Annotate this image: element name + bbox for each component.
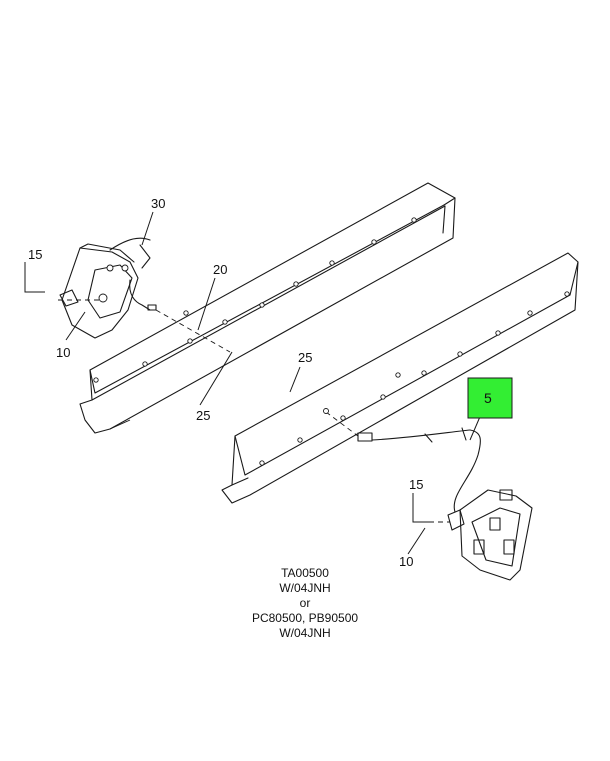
left-module-assembly <box>59 237 157 339</box>
leader-lines <box>24 211 486 555</box>
highlight-box[interactable] <box>467 377 513 419</box>
callout-10-left: 10 <box>56 345 70 360</box>
callout-30: 30 <box>151 196 165 211</box>
right-dash-line <box>325 411 359 437</box>
caption-line-1: TA00500 <box>281 566 329 580</box>
upper-frame-rail <box>79 182 456 434</box>
caption-line-5: W/04JNH <box>279 626 331 640</box>
right-module-assembly <box>357 427 533 581</box>
callout-20: 20 <box>213 262 227 277</box>
callout-5[interactable]: 5 <box>484 390 492 406</box>
callout-25-upper: 25 <box>196 408 210 423</box>
model-caption: TA00500 W/04JNH or PC80500, PB90500 W/04… <box>210 566 400 641</box>
caption-line-3: or <box>299 596 311 610</box>
lower-frame-rail <box>221 252 579 504</box>
highlighted-callout-5[interactable]: 5 <box>467 377 513 419</box>
callout-15-left: 15 <box>28 247 42 262</box>
callout-25-lower: 25 <box>298 350 312 365</box>
callout-15-right: 15 <box>409 477 423 492</box>
caption-line-2: W/04JNH <box>279 581 331 595</box>
callout-10-right: 10 <box>399 554 413 569</box>
left-dash-line-2 <box>155 309 231 353</box>
bolt-head <box>323 408 329 414</box>
caption-line-4: PC80500, PB90500 <box>251 611 359 625</box>
